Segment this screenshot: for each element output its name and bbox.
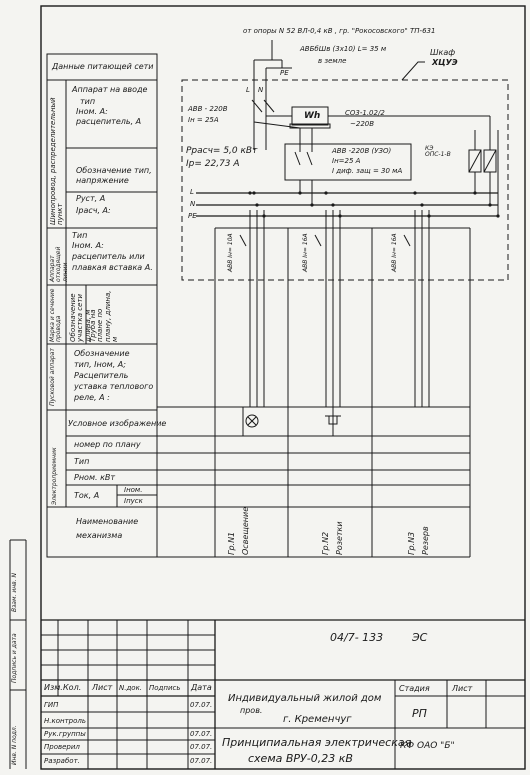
cable-location: в земле [318, 57, 347, 65]
receiver-row-3: Тип [74, 457, 90, 466]
power-row-1: Руст, А [76, 194, 106, 203]
receiver-row-1: Условное изображение [68, 419, 167, 428]
side-stamp-signature: Подпись и дата [11, 633, 18, 683]
cabinet-type: ХЦУЭ [432, 58, 458, 67]
outgoing-device-label: Аппарат отходящей линии [49, 246, 69, 282]
cable-spec: АВБбШв (3х10) L= 35 м [300, 45, 387, 53]
rcd-diff: I диф. защ = 30 мА [332, 167, 403, 175]
pe-mark: PE [280, 69, 289, 77]
receiver-row-4: Рном. кВт [74, 473, 116, 482]
group-1-name: Гр.N1 [227, 531, 236, 555]
feeder-breaker-3: АВВ Iн= 16А [391, 233, 398, 272]
wire-col-2: Труба на плане по плану, длина, м [89, 290, 120, 342]
receiver-row-2: номер по плану [74, 440, 141, 449]
current-calc: Iр= 22,73 А [186, 159, 240, 169]
role-group-head: Рук.группы [44, 730, 86, 738]
group-3-name: Гр.N3 [407, 531, 416, 555]
current-start: Iпуск [124, 497, 143, 505]
input-device-row-3: расцепитель, А [76, 117, 142, 126]
phase-voltage-2: напряжение [76, 176, 129, 185]
col-date: Дата [191, 683, 212, 692]
side-stamp-replace: Взам. инв. N [11, 573, 18, 612]
n-mark: N [258, 86, 264, 94]
outgoing-row-1: Тип [72, 231, 88, 240]
city-name: г. Кременчуг [283, 714, 352, 725]
input-device-row-1: тип [80, 97, 96, 106]
starter-row-5: реле, А : [74, 393, 110, 402]
main-breaker-current: Iн = 25А [188, 116, 219, 124]
receiver-group-label: Электроприемник [51, 447, 58, 505]
sheet-header: Лист [452, 684, 473, 693]
drawing-title-line-2: схема ВРУ-0,23 кВ [248, 752, 353, 765]
feeder-breaker-1: АВВ Iн= 10А [227, 233, 234, 272]
power-row-2: Iрасч, А: [76, 206, 111, 215]
current-nominal: Iном. [124, 486, 143, 494]
outgoing-row-2: Iном. А: [72, 241, 104, 250]
col-count: Кол. [63, 683, 82, 692]
starter-row-3: Расцепитель [74, 371, 129, 380]
col-sheet: Лист [92, 683, 113, 692]
supply-network-label: Данные питающей сети [52, 62, 154, 71]
role-developed: Разработ. [44, 757, 80, 765]
source-line: от опоры N 52 ВЛ-0,4 кВ , гр. "Рокосовск… [243, 27, 436, 35]
bus-n-label: N [190, 200, 196, 208]
doc-code: 04/7- 133 [330, 631, 384, 644]
col-signature: Подпись [149, 684, 181, 692]
stage-header: Стадия [399, 684, 430, 693]
date-1: 07.07. [190, 701, 213, 709]
bus-pe-label: PE [188, 212, 197, 220]
col-docnum: N.док. [119, 684, 143, 692]
role-checked: Проверил [44, 743, 80, 751]
input-device-row-2: Iном. А: [76, 107, 108, 116]
l-mark: L [246, 86, 250, 94]
stage-value: РП [412, 707, 427, 720]
cabinet-label: Шкаф [430, 48, 456, 57]
side-stamp-inventory: Инв. N подл. [11, 725, 18, 765]
feeder-breaker-2: АВВ Iн= 16А [302, 233, 309, 272]
starter-row-2: тип, Iном, А; [74, 360, 126, 369]
address-prefix: пров. [240, 706, 263, 715]
meter-symbol: Wh [304, 111, 321, 121]
meter-type: СО3-1.02/2 [345, 109, 385, 117]
organization: КФ ОАО "Б" [400, 741, 455, 751]
date-3: 07.07. [190, 743, 213, 751]
col-change: Изм. [44, 683, 63, 692]
group-1-purpose: Освещение [241, 506, 250, 555]
outgoing-row-4: плавкая вставка А. [72, 263, 153, 272]
group-distribution-label: Шинопровод, распределительный пункт [49, 97, 65, 225]
group-2-purpose: Розетки [335, 521, 344, 555]
role-norm-control: Н.контроль [44, 717, 86, 725]
main-breaker-type: АВВ - 220В [188, 105, 228, 113]
date-2: 07.07. [190, 730, 213, 738]
starter-row-4: уставка теплового [74, 382, 154, 391]
date-4: 07.07. [190, 757, 213, 765]
power-calc: Ррасч= 5,0 кВт [186, 146, 258, 156]
mechanism-line-2: механизма [76, 531, 123, 540]
meter-voltage: ~220В [350, 120, 375, 128]
surge-label: КЭ ОПС-1-В [425, 145, 451, 158]
mechanism-line-1: Наименование [76, 517, 139, 526]
input-device-label: Аппарат на вводе [72, 85, 148, 94]
current-label: Ток, А [74, 491, 100, 500]
bus-l-label: L [190, 188, 194, 196]
starter-row-1: Обозначение [74, 349, 130, 358]
phase-voltage-1: Обозначение тип, [76, 166, 152, 175]
building-name: Индивидуальный жилой дом [228, 693, 382, 704]
rcd-current: Iн=25 А [332, 157, 361, 165]
drawing-title-line-1: Принципиальная электрическая [222, 736, 412, 749]
group-2-name: Гр.N2 [321, 531, 330, 555]
doc-section: ЭС [412, 631, 428, 644]
role-chief-engineer: ГИП [44, 701, 59, 709]
wire-group-label: Марка и сечение провода [49, 288, 63, 342]
starter-group-label: Пусковой аппарат [49, 348, 56, 406]
outgoing-row-3: расцепитель или [72, 252, 145, 261]
group-3-purpose: Резерв [421, 526, 430, 555]
rcd-type: АВВ -220В (УЗО) [332, 147, 392, 155]
